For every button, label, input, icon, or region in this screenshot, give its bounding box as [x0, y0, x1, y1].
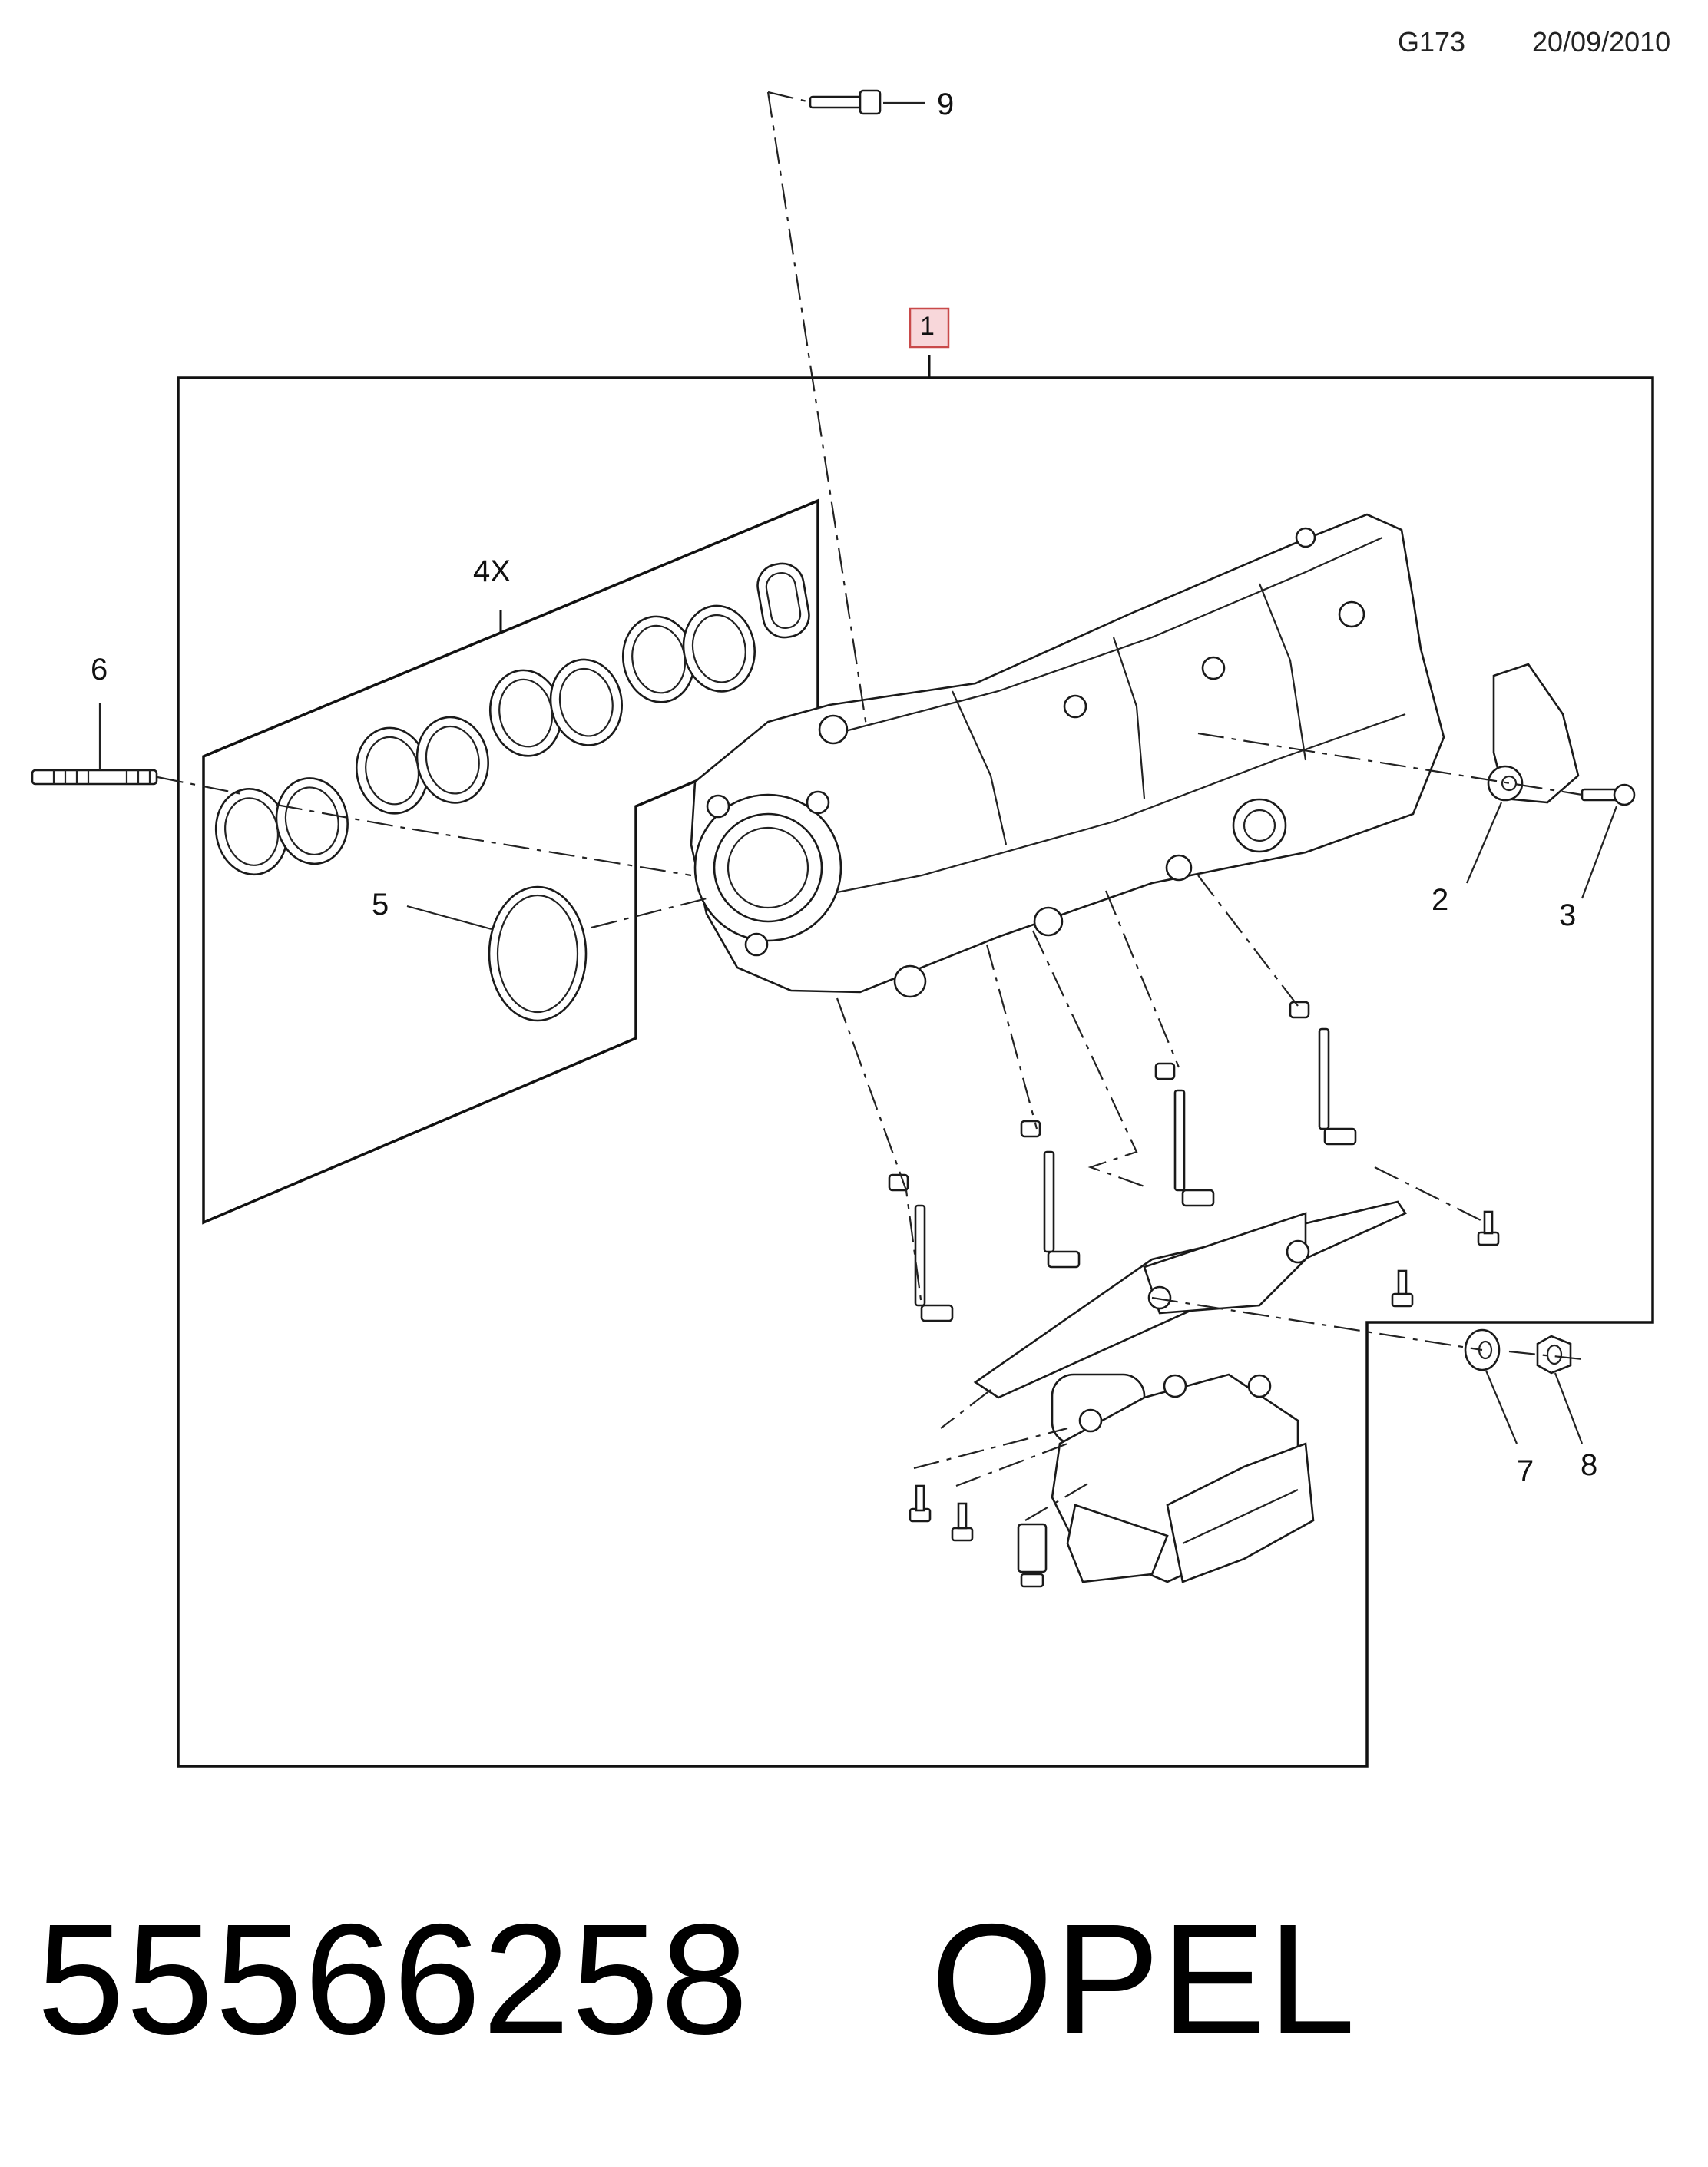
callout-7-leader	[1485, 1370, 1518, 1444]
callout-2-label: 2	[1432, 883, 1449, 917]
gasket-frame	[202, 498, 819, 1225]
stud	[31, 703, 158, 786]
washer-7	[1464, 1328, 1518, 1444]
o-ring	[406, 885, 588, 1022]
intake-gaskets	[214, 562, 810, 876]
callout-1-box	[909, 307, 950, 349]
nut-8	[1536, 1335, 1584, 1444]
callout-7-label: 7	[1517, 1454, 1534, 1488]
callout-8-label: 8	[1581, 1448, 1598, 1482]
callout-2-leader	[1465, 802, 1503, 884]
callout-4x-label: 4X	[473, 554, 511, 588]
callout-5-leader	[406, 905, 492, 931]
screw-3	[1581, 783, 1636, 899]
callout-9-label: 9	[937, 88, 955, 121]
callout-3-leader	[1581, 806, 1618, 899]
bolt-9	[809, 89, 925, 115]
callout-1-label: 1	[920, 312, 935, 341]
callout-6-label: 6	[91, 653, 108, 686]
callout-3-label: 3	[1559, 898, 1577, 932]
pressure-sensor	[1465, 663, 1580, 884]
assembly-frame	[177, 376, 1654, 1768]
diagram-code: G173	[1398, 26, 1466, 58]
actuator-assembly	[909, 1200, 1500, 1588]
callout-5-label: 5	[372, 888, 389, 921]
assembly-lines	[157, 91, 1583, 1521]
intake-manifold	[690, 513, 1445, 998]
diagram-date: 20/09/2010	[1532, 26, 1671, 58]
part-number-title: 55566258 OPEL	[37, 1891, 1357, 2067]
callout-8-leader	[1554, 1372, 1584, 1444]
manifold-studs	[888, 1001, 1357, 1322]
